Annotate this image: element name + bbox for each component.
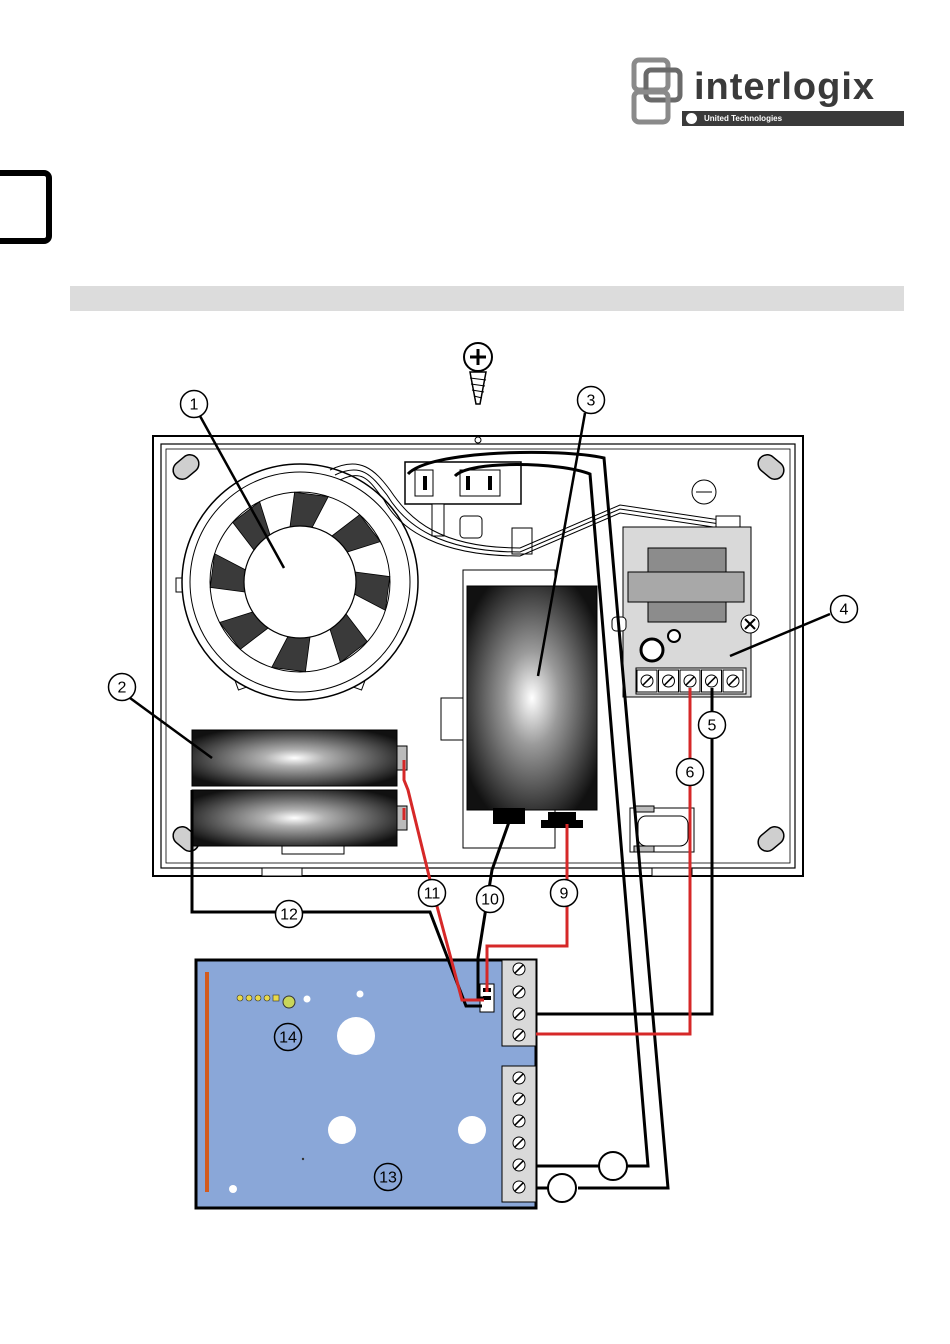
callout-label-2: 2 — [118, 680, 127, 697]
callout-label-1: 1 — [190, 397, 199, 414]
callout-label-4: 4 — [840, 602, 849, 619]
callout-label-12: 12 — [280, 907, 298, 924]
callout-label-9: 9 — [560, 886, 569, 903]
power-supply-unit — [441, 570, 597, 848]
callout-label-6: 6 — [686, 765, 695, 782]
callout-label-3: 3 — [587, 393, 596, 410]
callout-label-5: 5 — [708, 718, 717, 735]
callout-label-13: 13 — [379, 1170, 397, 1187]
bracket — [630, 806, 694, 852]
control-board — [196, 960, 536, 1208]
callout-label-10: 10 — [481, 892, 499, 909]
screw-icon — [464, 343, 492, 404]
callout-label-11: 11 — [424, 886, 441, 903]
callout-label-14: 14 — [279, 1030, 297, 1047]
battery-pack — [192, 730, 407, 854]
